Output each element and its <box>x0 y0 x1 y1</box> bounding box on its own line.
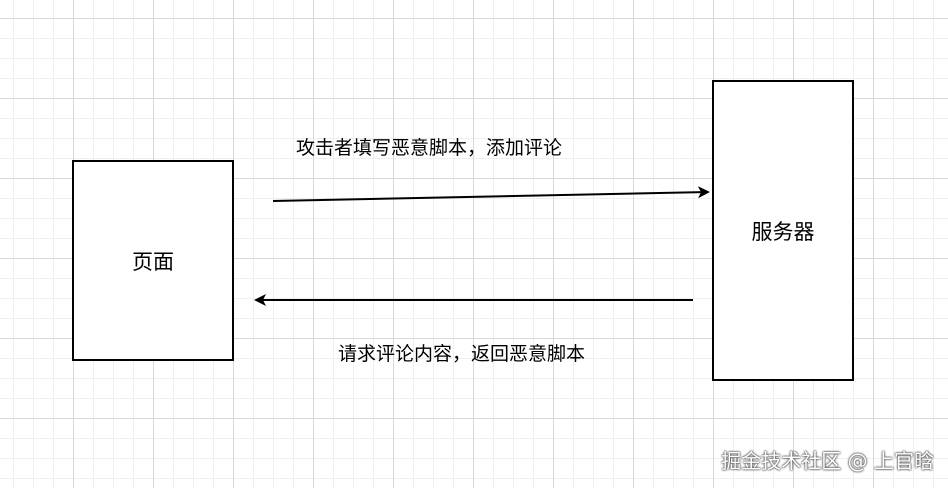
node-page-label: 页面 <box>132 249 174 274</box>
node-page: 页面 <box>72 160 234 361</box>
edge-response-label: 请求评论内容，返回恶意脚本 <box>338 343 586 365</box>
watermark: 掘金技术社区 @ 上官晗 <box>721 449 934 473</box>
node-server-label: 服务器 <box>751 219 815 244</box>
node-server: 服务器 <box>712 80 854 381</box>
edge-request-arrow <box>272 186 710 202</box>
edge-request-label: 攻击者填写恶意脚本，添加评论 <box>296 137 563 159</box>
